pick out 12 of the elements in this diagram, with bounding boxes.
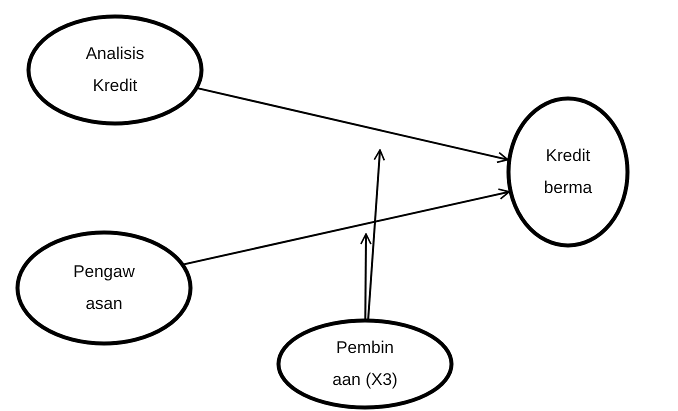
ellipse-node (276, 318, 454, 410)
node-label: Pengaw asan (72, 261, 136, 315)
node-label: Pembin aan (X3) (331, 337, 399, 391)
arrow (198, 87, 509, 164)
ellipse-node (506, 96, 630, 248)
node-label: Analisis Kredit (84, 43, 146, 97)
ellipse-node (26, 14, 204, 126)
node-label: Kredit berma (542, 145, 594, 199)
ellipse-node (15, 230, 193, 346)
arrow (184, 188, 510, 266)
arrow (367, 149, 386, 320)
arrow (360, 233, 372, 319)
